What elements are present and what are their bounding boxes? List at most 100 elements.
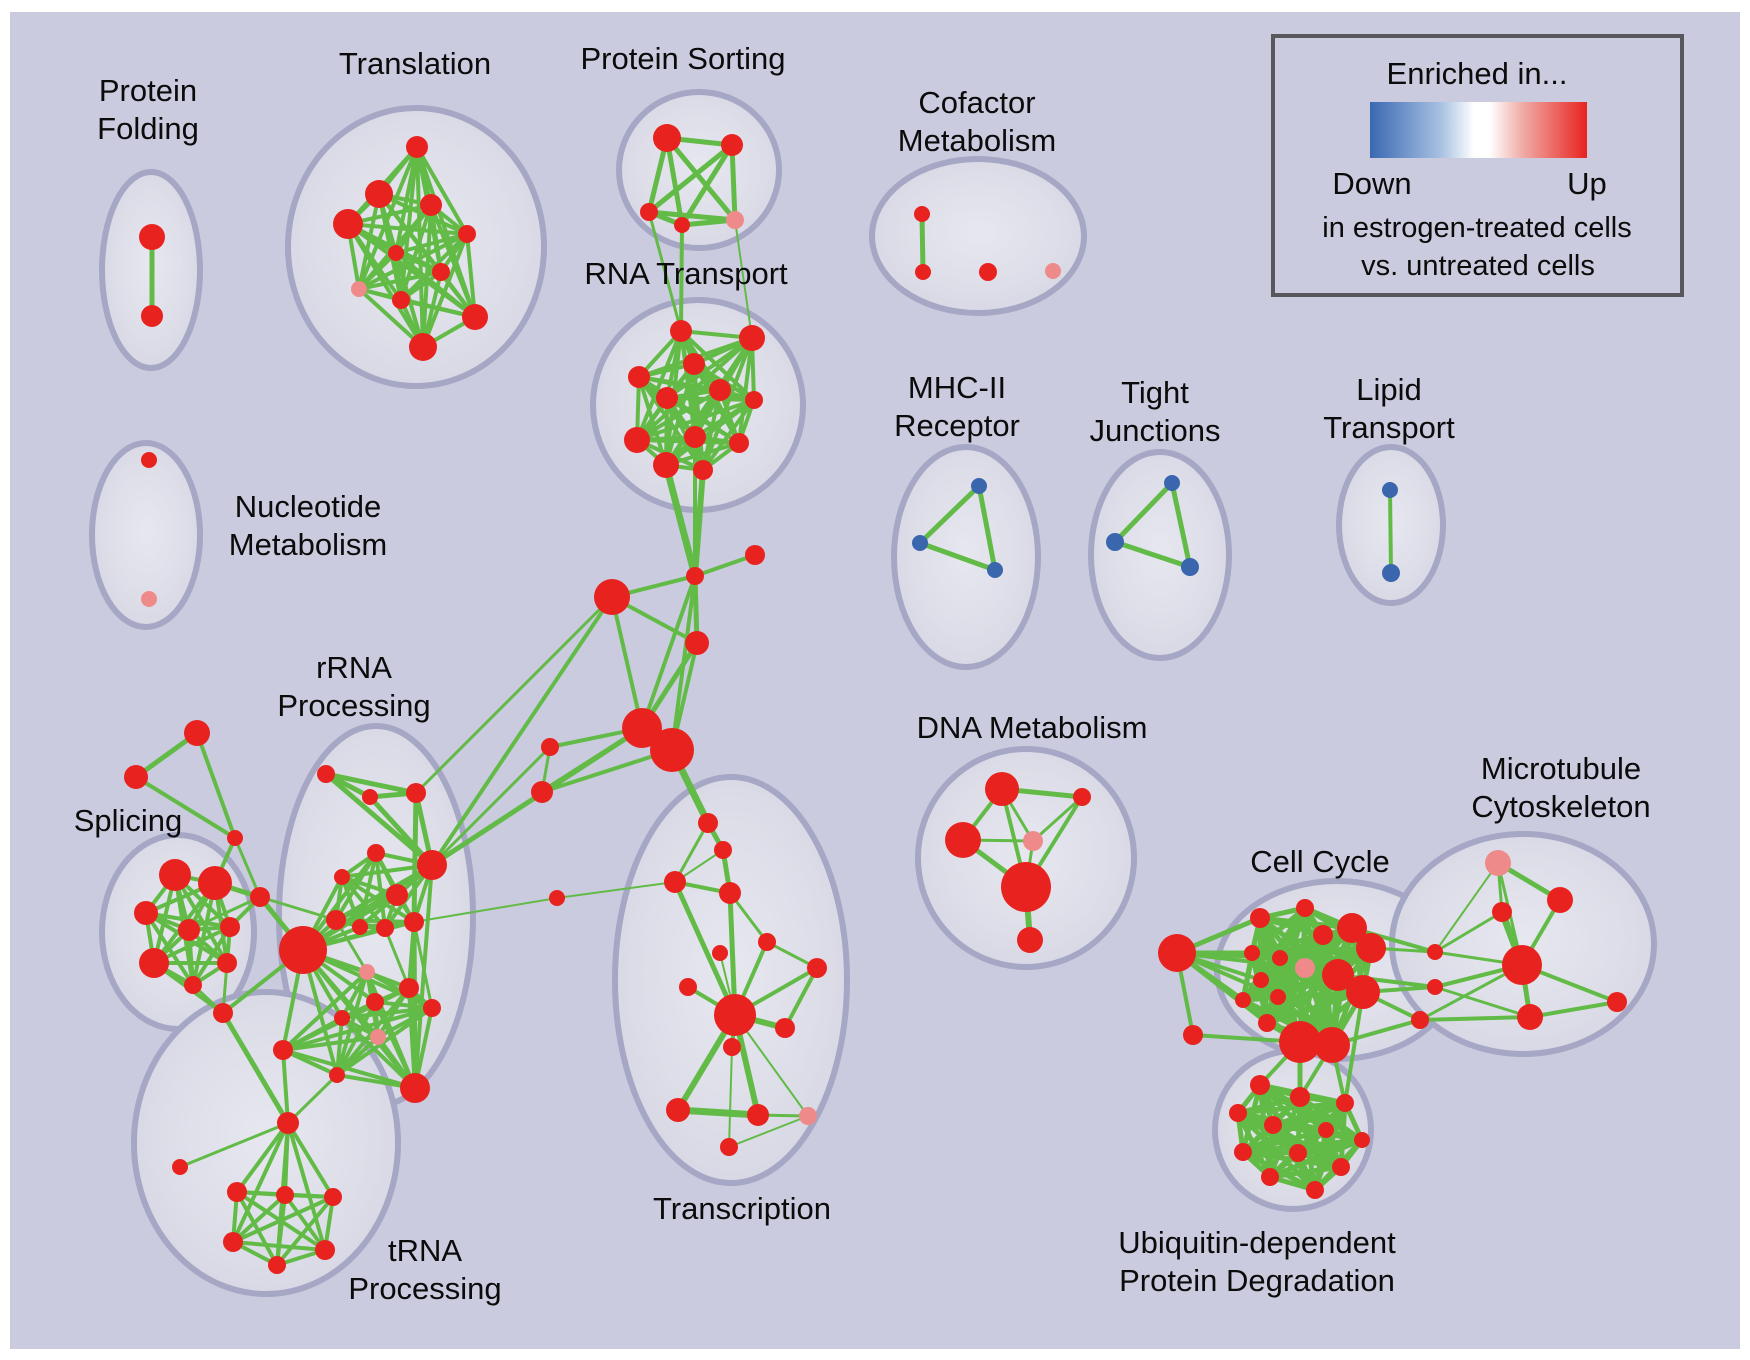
node-c4: [1045, 263, 1061, 279]
edge: [919, 213, 926, 273]
node-tri3: [227, 830, 243, 846]
node-tn4: [276, 1186, 294, 1204]
node-n2: [141, 591, 157, 607]
node-t1: [406, 136, 428, 158]
edge: [340, 971, 369, 1019]
node-tc10: [807, 958, 827, 978]
node-cc4: [1244, 945, 1260, 961]
node-ps2: [721, 134, 743, 156]
node-cc13: [1346, 975, 1380, 1009]
node-x2: [549, 890, 565, 906]
node-mt5: [1517, 1004, 1543, 1030]
node-cc14: [1258, 1014, 1276, 1032]
node-rt3: [683, 353, 705, 375]
node-mt3: [1547, 887, 1573, 913]
edge: [679, 224, 684, 332]
node-m3: [594, 579, 630, 615]
cluster-label-dna-metabolism: DNA Metabolism: [917, 710, 1148, 745]
node-r1: [317, 765, 335, 783]
edge: [195, 732, 237, 839]
node-tri1: [184, 720, 210, 746]
node-s9: [213, 1003, 233, 1023]
edge: [1250, 906, 1307, 955]
node-u10: [1332, 1158, 1350, 1176]
edge: [541, 748, 673, 794]
node-r21: [423, 999, 441, 1017]
node-mt4: [1502, 945, 1542, 985]
node-r14: [399, 978, 419, 998]
cluster-label-microtubule-cytoskeleton: Cytoskeleton: [1471, 789, 1650, 824]
edge: [673, 822, 710, 883]
edge: [335, 1017, 344, 1076]
cluster-label-rna-transport: RNA Transport: [584, 256, 788, 291]
node-mt2: [1492, 902, 1512, 922]
edge: [1434, 862, 1499, 953]
edge: [282, 1006, 433, 1052]
cluster-label-protein-folding: Folding: [97, 111, 199, 146]
node-r11: [404, 912, 424, 932]
node-tc8: [714, 994, 756, 1036]
node-cc1: [1250, 908, 1270, 928]
node-cc7: [1337, 913, 1367, 943]
edge: [647, 211, 683, 332]
node-tri2: [124, 765, 148, 789]
node-k3: [1411, 1011, 1429, 1029]
node-c3: [979, 263, 997, 281]
edge: [283, 1193, 327, 1252]
cluster-label-trna-processing: Processing: [348, 1271, 501, 1306]
edge: [664, 398, 756, 467]
edge: [282, 1016, 343, 1052]
node-lp1: [1382, 482, 1398, 498]
node-t11: [409, 333, 437, 361]
node-rt1: [670, 320, 692, 342]
edge: [728, 1046, 733, 1148]
cluster-label-tight-junctions: Tight: [1121, 375, 1189, 410]
edge: [413, 864, 434, 1089]
node-m1: [686, 567, 704, 585]
edge: [347, 222, 468, 236]
node-rt10: [729, 433, 749, 453]
node-d3: [945, 822, 981, 858]
node-k1: [1427, 944, 1443, 960]
node-tn7: [315, 1240, 335, 1260]
node-cc8: [1356, 933, 1386, 963]
node-mh2: [912, 535, 928, 551]
node-tc4: [719, 882, 741, 904]
node-ps4: [674, 217, 690, 233]
edge: [637, 375, 705, 472]
edge: [275, 1195, 335, 1267]
legend-box: [1271, 34, 1684, 297]
node-t4: [333, 209, 363, 239]
node-r18: [400, 1073, 430, 1103]
node-tc1: [698, 813, 718, 833]
cluster-label-nucleotide-metabolism: Nucleotide: [235, 489, 381, 524]
edge: [1419, 1015, 1531, 1022]
edge: [1337, 973, 1436, 989]
node-k2: [1427, 979, 1443, 995]
edge: [1242, 972, 1339, 1003]
cluster-label-rrna-processing: Processing: [277, 688, 430, 723]
node-r10: [376, 919, 394, 937]
legend-up-label: Up: [1567, 166, 1607, 201]
node-cb: [1158, 934, 1196, 972]
edge: [281, 1049, 290, 1124]
node-t2: [365, 180, 393, 208]
legend-gradient-bar: [1370, 102, 1587, 158]
edge: [414, 595, 614, 795]
cluster-label-tight-junctions: Junctions: [1090, 413, 1221, 448]
node-rt8: [624, 427, 650, 453]
node-tj3: [1181, 558, 1199, 576]
edge: [179, 1121, 289, 1169]
legend-down-label: Down: [1332, 166, 1411, 201]
node-d4: [1023, 831, 1043, 851]
node-cn: [250, 887, 270, 907]
edge: [648, 209, 736, 223]
edge: [188, 895, 261, 932]
edge: [1529, 1000, 1618, 1019]
edge: [640, 575, 697, 729]
node-d6: [1017, 927, 1043, 953]
node-rt7: [745, 391, 763, 409]
edge: [281, 970, 369, 1052]
node-r12: [279, 926, 327, 974]
